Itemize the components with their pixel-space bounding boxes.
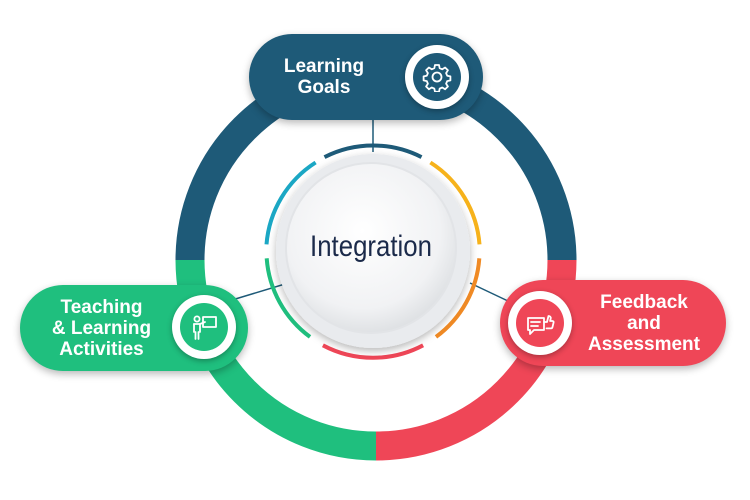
feedback-assessment-icon-badge: [508, 291, 572, 355]
connector-teaching: [231, 283, 286, 301]
teaching-activities-line-2: & Learning: [51, 317, 152, 339]
inner-ring-amber-arc: [429, 160, 482, 245]
center-disc: [285, 162, 457, 334]
feedback-assessment-label: Feedback and Assessment: [576, 280, 712, 366]
inner-ring-red-arc: [321, 343, 425, 360]
learning-goals-line-1: Learning: [283, 56, 365, 77]
inner-segmented-ring: [264, 143, 482, 360]
teaching-activities-line-3: Activities: [59, 338, 144, 360]
connector-feedback: [469, 282, 509, 302]
feedback-assessment-line-2: and: [627, 312, 661, 334]
learning-goals-label: Learning Goals: [274, 34, 374, 120]
learning-goals-line-2: Goals: [297, 77, 351, 98]
inner-ring-teal-arc: [323, 143, 423, 159]
center-label: Integration: [310, 230, 432, 263]
feedback-assessment-line-1: Feedback: [600, 291, 688, 313]
teaching-activities-icon-badge: [172, 295, 236, 359]
inner-ring-orange-arc: [434, 258, 482, 339]
feedback-assessment-line-3: Assessment: [588, 333, 700, 355]
teaching-activities-label: Teaching & Learning Activities: [34, 285, 169, 371]
inner-ring-green-arc: [264, 258, 312, 339]
gear-icon: [413, 53, 461, 101]
inner-ring-cyan-arc: [264, 160, 317, 245]
teaching-activities-line-1: Teaching: [60, 296, 143, 318]
presentation-teacher-icon: [180, 303, 228, 351]
feedback-thumbs-up-icon: [516, 299, 564, 347]
learning-goals-icon-badge: [405, 45, 469, 109]
